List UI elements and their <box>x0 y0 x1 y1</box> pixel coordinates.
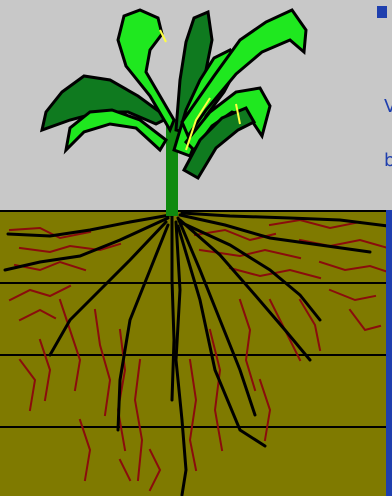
right-edge-marker <box>377 6 387 18</box>
edge-glyph-v: V <box>384 98 392 116</box>
stalk <box>166 120 178 216</box>
edge-glyph-b: b <box>384 152 392 170</box>
right-edge-bar <box>386 210 392 496</box>
soil-profile <box>0 210 392 496</box>
